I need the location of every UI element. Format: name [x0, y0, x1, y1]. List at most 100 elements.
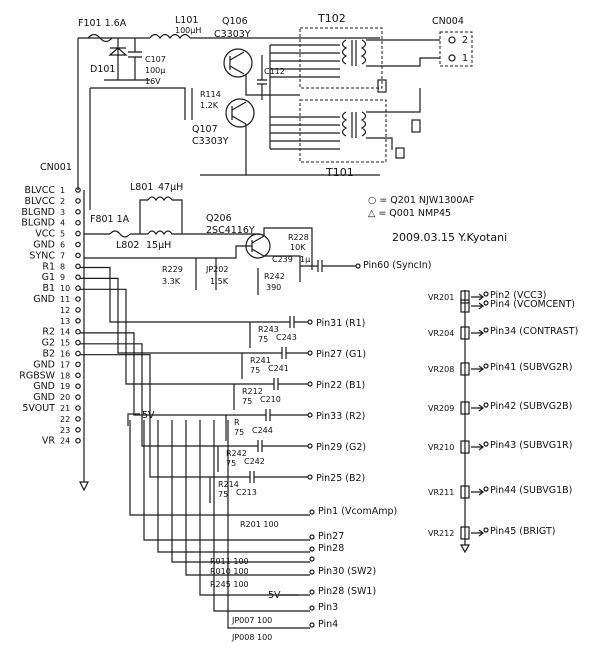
cn001-pin-name: BLGND — [21, 207, 55, 218]
rgb-pin-label: Pin31 (R1) — [316, 318, 365, 329]
transformer-t101 — [299, 99, 387, 163]
cn001-pin-dot — [75, 198, 81, 204]
cn001-pin-dot — [75, 274, 81, 281]
cn001-pin-number: 23 — [60, 426, 70, 435]
l101-label: L101 — [175, 15, 198, 26]
c107-v1: 100μ — [145, 66, 165, 75]
cn001-pin-name: GND — [33, 381, 55, 392]
rgb-res-value: 75 — [258, 335, 268, 344]
vr-label: VR201 — [428, 293, 454, 302]
r114-value: 1.2K — [200, 101, 219, 110]
potentiometer — [460, 290, 470, 304]
fuse-f101 — [87, 33, 113, 43]
t101-label: T101 — [325, 166, 354, 179]
d101-label: D101 — [90, 64, 115, 75]
l801-value: 47μH — [158, 182, 183, 193]
fuse-f801 — [109, 230, 131, 238]
rgb-res-value: 75 — [242, 397, 252, 406]
lower-res-label: R010 100 — [210, 567, 249, 576]
cn001-pin-dot — [75, 219, 81, 226]
l802-value: 15μH — [146, 240, 171, 251]
cn001-pin-dot — [75, 328, 81, 335]
cn001-pin-dot — [75, 361, 81, 368]
lower-output: Pin27 — [143, 420, 344, 542]
cn004-pin2: 2 — [462, 35, 468, 46]
cn001-pin-number: 20 — [60, 393, 70, 402]
rgb-cap-label: C213 — [236, 488, 257, 497]
cn001-pin-number: 15 — [60, 339, 70, 348]
vr-pin-label: Pin43 (SUBVG1R) — [490, 440, 572, 451]
lower-pin-label: Pin27 — [318, 531, 344, 542]
cn001-pin-name: VR — [42, 436, 55, 447]
c107-v2: 16V — [145, 77, 161, 86]
potentiometer — [460, 440, 470, 454]
q106-part: C3303Y — [214, 29, 251, 40]
cn001-pin-number: 9 — [60, 273, 65, 282]
sync-stage: Q206 2SC4116Y R228 10K C239 1μ Pin60 (Sy… — [84, 213, 431, 295]
cn001-pin-number: 1 — [60, 186, 65, 195]
cn001-pin-name: VCC — [35, 229, 55, 240]
lower-res-label: R245 100 — [210, 580, 249, 589]
q107-label: Q107 — [192, 124, 218, 135]
cn001-pin-name: BLVCC — [24, 196, 55, 207]
lower-output: R201 100 Pin1 (VcomAmp) — [129, 420, 397, 529]
cn001-pin-name: G2 — [42, 338, 55, 349]
c107-label: C107 — [145, 55, 166, 64]
cn001-pin-dot — [75, 296, 81, 302]
legend-line1: ○ = Q201 NJW1300AF — [368, 195, 474, 206]
cn001-pin-dot — [75, 416, 81, 422]
cap-c107 — [128, 38, 142, 80]
cn001-pin-number: 22 — [60, 415, 70, 424]
jp202-label: JP202 — [205, 265, 228, 274]
vr-label: VR209 — [428, 404, 454, 413]
cn001-pin-number: 17 — [60, 360, 70, 369]
r114-label: R114 — [200, 90, 221, 99]
vr-label: VR208 — [428, 365, 454, 374]
cn001-pin-name: 5VOUT — [22, 403, 55, 414]
cn001-pin-name: RGBSW — [19, 370, 55, 381]
transistor-q106 — [223, 48, 253, 78]
rgb-pin-label: Pin29 (G2) — [316, 442, 366, 453]
cn001-pin-dot — [75, 405, 81, 411]
rgb-cap-label: C241 — [268, 364, 289, 373]
lower-pin-label: Pin1 (VcomAmp) — [318, 506, 397, 517]
vr-item: Pin4 (VCOMCENT) — [460, 299, 575, 313]
transformer-t102 — [299, 27, 383, 89]
cn001-pin-23: 23 — [60, 426, 81, 435]
lower-pin-label: Pin28 — [318, 543, 344, 554]
lower-output: Pin28 (SW1) — [199, 420, 376, 597]
rgb-pin-label: Pin33 (R2) — [316, 411, 365, 422]
rgb-res-value: 75 — [218, 490, 228, 499]
cn001-pin-dot — [75, 317, 81, 324]
lower-res-label: JP007 100 — [231, 616, 272, 625]
rgb-pin-label: Pin25 (B2) — [316, 473, 365, 484]
lower-res-label: R201 100 — [240, 520, 279, 529]
rgb-res-label: R243 — [258, 325, 279, 334]
sync-out-pin: Pin60 (SyncIn) — [363, 260, 431, 271]
vr-pin-label: Pin2 (VCC3) — [490, 290, 546, 301]
cn001-pin-dot — [75, 187, 81, 193]
cn001-pin-number: 10 — [60, 284, 70, 293]
rgb-cap-label: C242 — [244, 457, 265, 466]
cn001-pin-dot — [75, 263, 81, 270]
r242-label: R242 — [264, 272, 285, 281]
cn001-pin-number: 12 — [60, 306, 70, 315]
cn001-pin-number: 21 — [60, 404, 70, 413]
